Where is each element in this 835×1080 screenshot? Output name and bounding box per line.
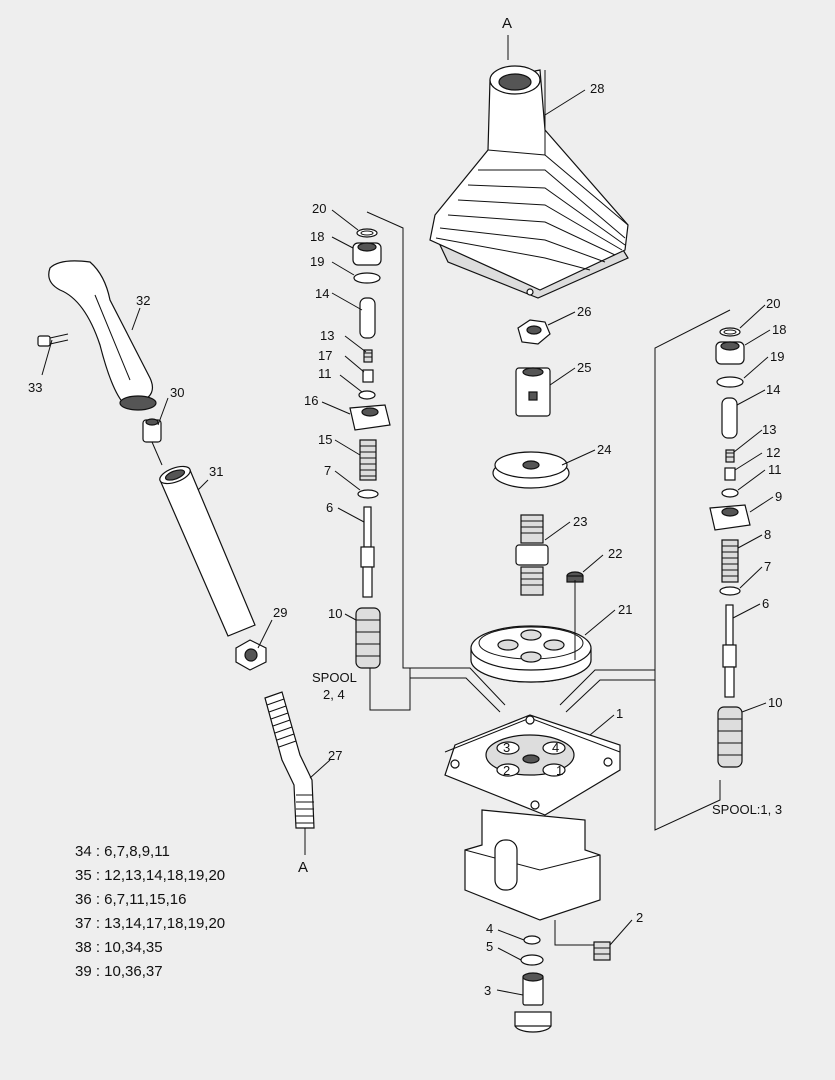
label-left-17: 17 — [318, 348, 332, 363]
label-31: 31 — [209, 464, 223, 479]
kit-line-35: 35 : 12,13,14,18,19,20 — [75, 867, 225, 884]
boot-part-28 — [429, 65, 629, 299]
label-32: 32 — [136, 293, 150, 308]
label-right-8: 8 — [764, 527, 771, 542]
label-3: 3 — [484, 983, 491, 998]
label-left-6: 6 — [326, 500, 333, 515]
center-leaders — [496, 311, 633, 996]
port-label-1: 1 — [556, 763, 563, 778]
center-stack — [410, 319, 655, 1033]
label-spool-left-1: SPOOL — [312, 670, 357, 685]
right-spool-stack — [654, 309, 751, 831]
kit-line-36: 36 : 6,7,11,15,16 — [75, 891, 186, 908]
label-spool-left-2: 2, 4 — [323, 687, 345, 702]
label-right-10: 10 — [768, 695, 782, 710]
label-right-7: 7 — [764, 559, 771, 574]
label-right-18: 18 — [772, 322, 786, 337]
port-label-2: 2 — [503, 763, 510, 778]
label-left-7: 7 — [324, 463, 331, 478]
label-left-13: 13 — [320, 328, 334, 343]
label-23: 23 — [573, 514, 587, 529]
left-leaders — [321, 209, 367, 621]
screw-part-33 — [37, 333, 69, 347]
label-right-19: 19 — [770, 349, 784, 364]
label-left-20: 20 — [312, 201, 326, 216]
tube-part-31 — [159, 465, 256, 637]
label-right-13: 13 — [762, 422, 776, 437]
label-4: 4 — [486, 921, 493, 936]
grip-part-32 — [48, 260, 157, 411]
left-spool-stack — [349, 211, 411, 711]
label-25: 25 — [577, 360, 591, 375]
label-left-14: 14 — [315, 286, 329, 301]
label-a-bottom: A — [298, 859, 308, 876]
kit-list: 34 : 6,7,8,9,11 35 : 12,13,14,18,19,20 3… — [75, 843, 225, 980]
label-27: 27 — [328, 748, 342, 763]
label-right-11: 11 — [768, 462, 782, 477]
label-left-10: 10 — [328, 606, 342, 621]
label-1: 1 — [616, 706, 623, 721]
port-label-3: 3 — [503, 740, 510, 755]
label-29: 29 — [273, 605, 287, 620]
kit-line-39: 39 : 10,36,37 — [75, 963, 163, 980]
label-5: 5 — [486, 939, 493, 954]
label-left-11: 11 — [318, 366, 332, 381]
label-spool-right: SPOOL:1, 3 — [712, 802, 782, 817]
rod-part-27 — [264, 691, 315, 829]
label-30: 30 — [170, 385, 184, 400]
label-28: 28 — [590, 81, 604, 96]
kit-line-34: 34 : 6,7,8,9,11 — [75, 843, 170, 860]
label-right-20: 20 — [766, 296, 780, 311]
label-right-6: 6 — [762, 596, 769, 611]
label-26: 26 — [577, 304, 591, 319]
label-left-16: 16 — [304, 393, 318, 408]
label-left-18: 18 — [310, 229, 324, 244]
label-left-19: 19 — [310, 254, 324, 269]
callout-labels: A A 28 32 33 30 31 29 27 20 18 19 14 13 … — [28, 15, 786, 998]
label-33: 33 — [28, 380, 42, 395]
label-a-top: A — [502, 15, 512, 32]
kit-line-37: 37 : 13,14,17,18,19,20 — [75, 915, 225, 932]
port-label-4: 4 — [552, 740, 559, 755]
label-2: 2 — [636, 910, 643, 925]
label-right-12: 12 — [766, 445, 780, 460]
label-right-14: 14 — [766, 382, 780, 397]
label-22: 22 — [608, 546, 622, 561]
label-21: 21 — [618, 602, 632, 617]
label-right-9: 9 — [775, 489, 782, 504]
kit-line-38: 38 : 10,34,35 — [75, 939, 163, 956]
label-24: 24 — [597, 442, 611, 457]
leader-lines — [41, 35, 586, 855]
right-leaders — [732, 304, 774, 713]
nut-part-30 — [142, 418, 163, 466]
nut-part-29 — [235, 639, 267, 671]
label-left-15: 15 — [318, 432, 332, 447]
